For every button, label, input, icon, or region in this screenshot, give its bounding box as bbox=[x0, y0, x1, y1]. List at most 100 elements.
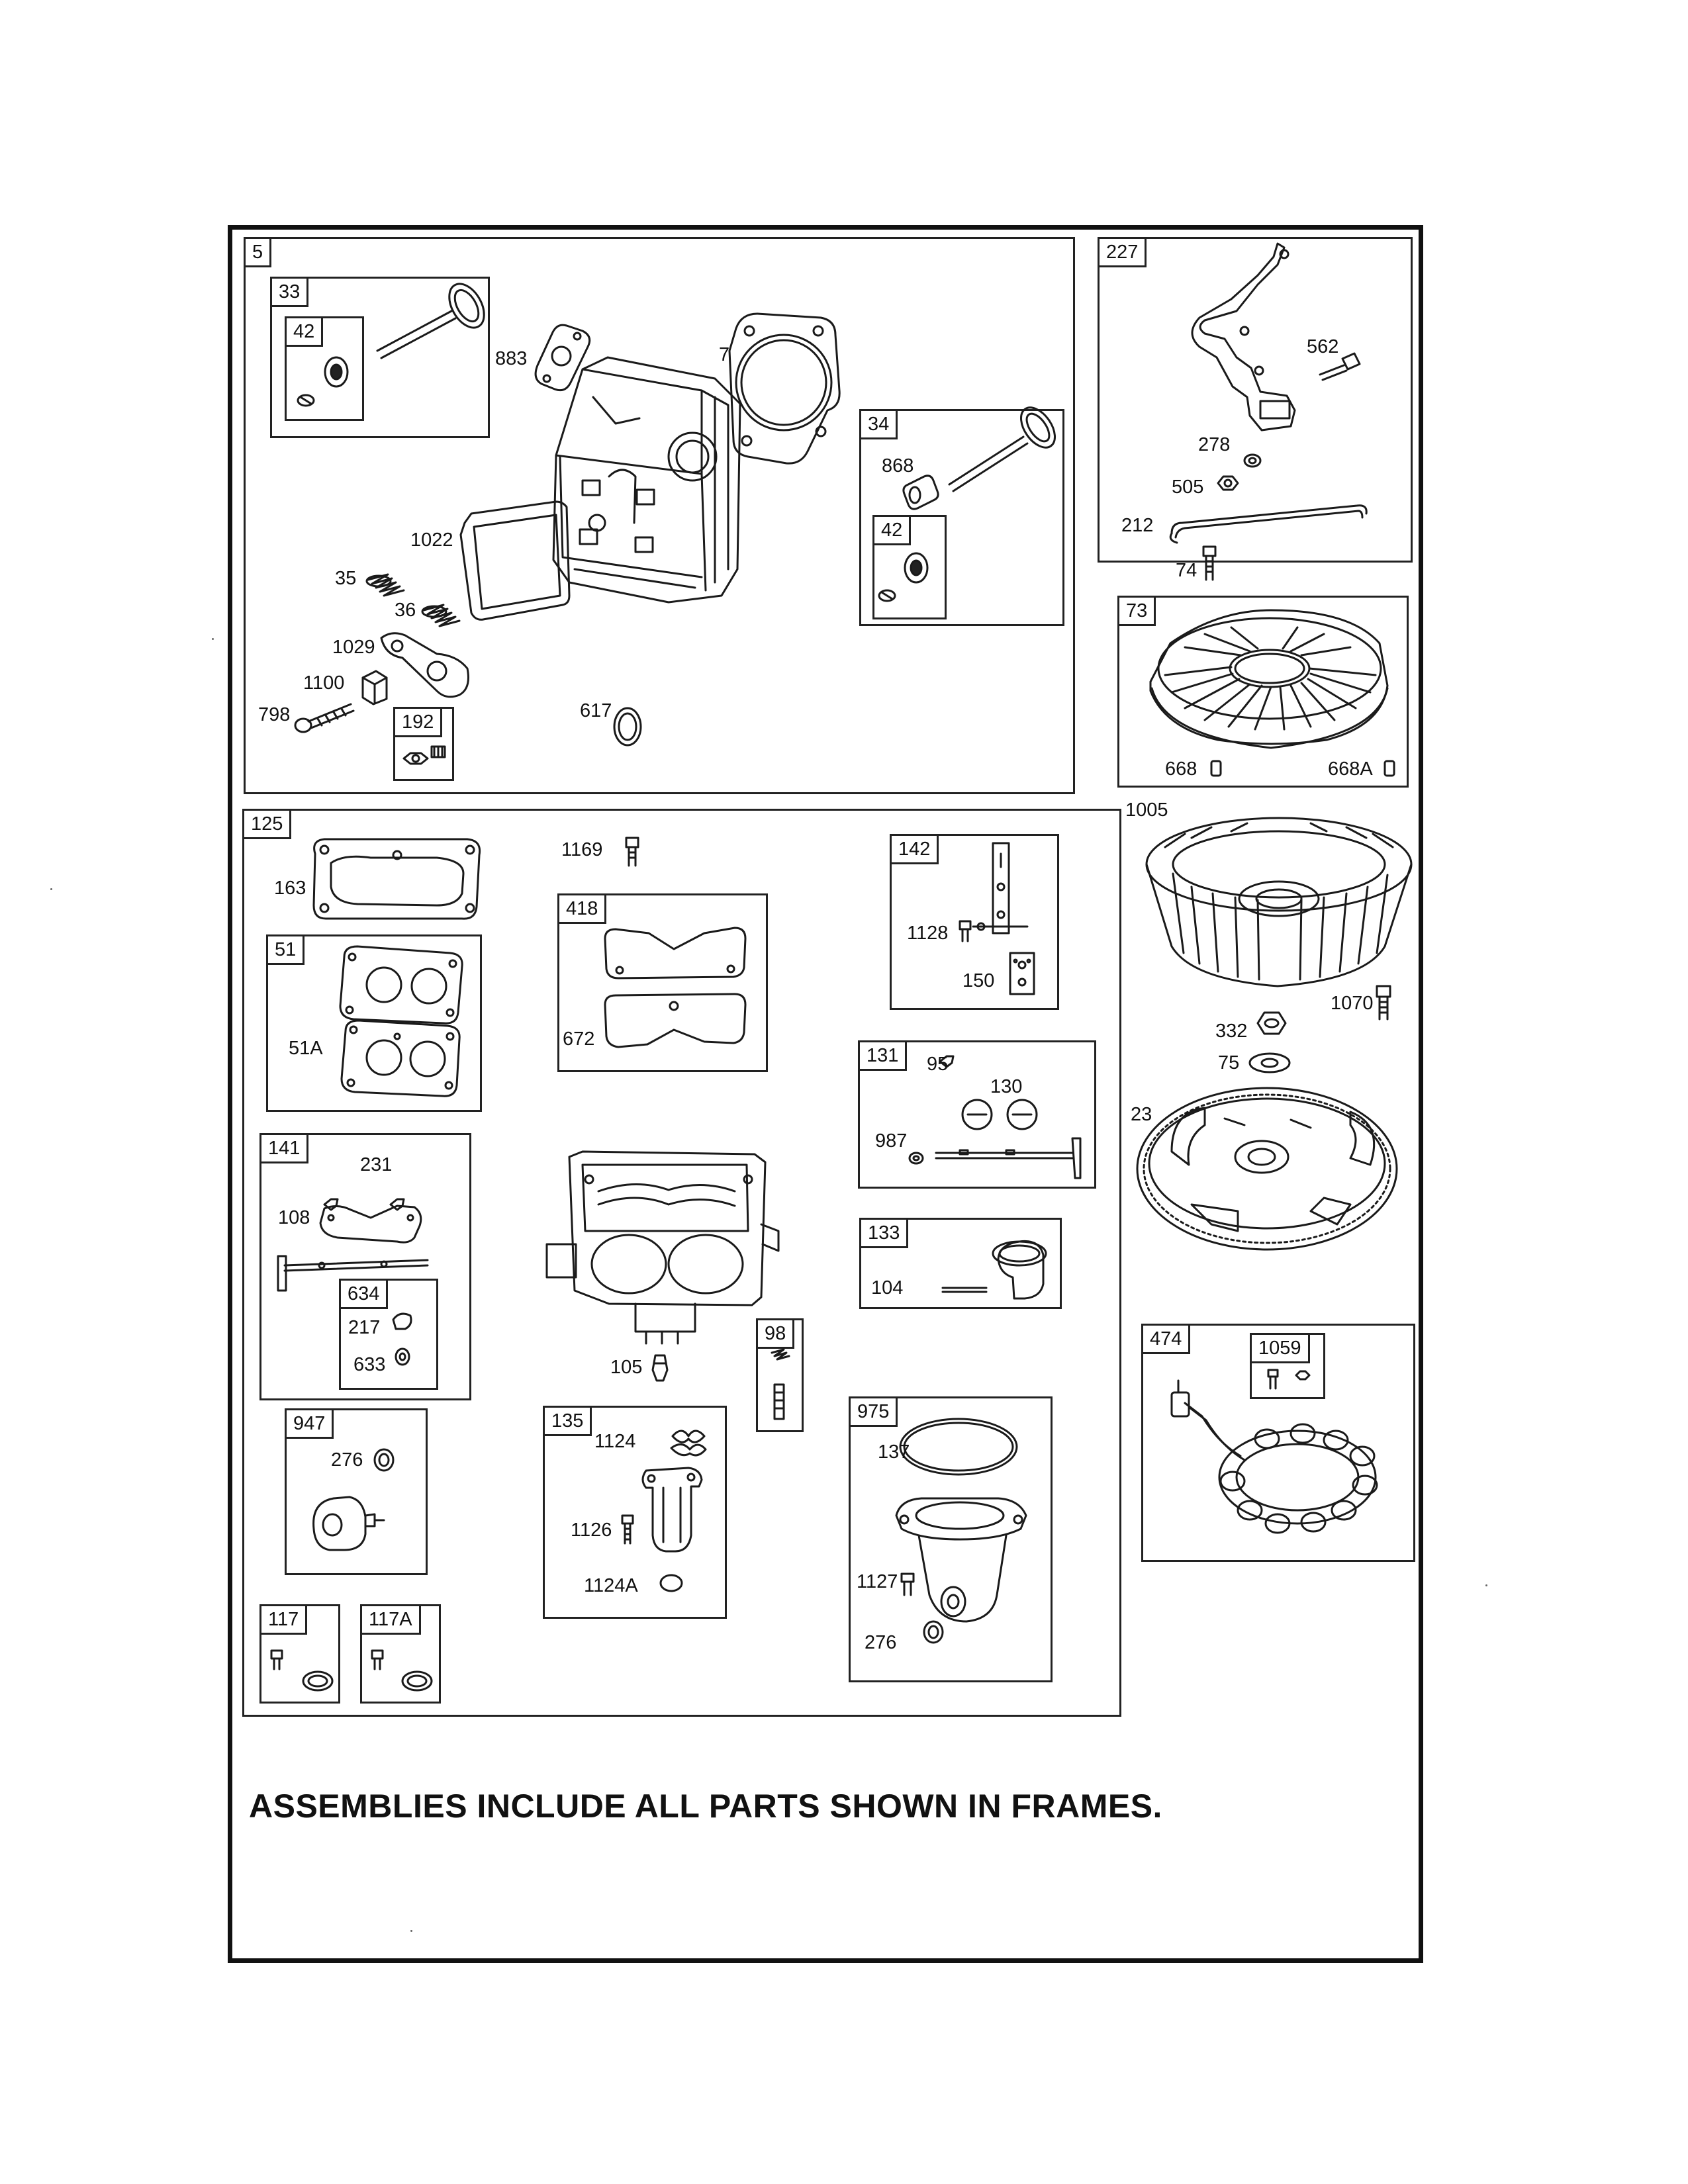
part-label-276-elbow: 276 bbox=[865, 1632, 897, 1653]
frame-117a-label: 117A bbox=[362, 1606, 421, 1635]
scan-speck bbox=[1485, 1584, 1487, 1586]
frame-98: 98 bbox=[756, 1318, 804, 1432]
frame-42-intake-label: 42 bbox=[287, 318, 324, 347]
choke-bracket-drawing bbox=[972, 842, 1029, 934]
part-label-1127: 1127 bbox=[857, 1571, 898, 1592]
frame-192-label: 192 bbox=[395, 709, 443, 737]
part-label-278: 278 bbox=[1198, 434, 1231, 455]
frame-42-exhaust: 42 bbox=[872, 515, 947, 619]
frame-418: 418 bbox=[557, 893, 768, 1072]
part-label-217: 217 bbox=[348, 1317, 381, 1338]
idle-mixture-screw-drawing bbox=[771, 1348, 790, 1420]
alternator-drawing bbox=[1170, 1379, 1378, 1534]
frame-131-label: 131 bbox=[860, 1042, 908, 1071]
part-label-1029: 1029 bbox=[332, 637, 375, 658]
bracket-screw-drawing bbox=[1319, 352, 1361, 381]
frame-975-label: 975 bbox=[851, 1398, 898, 1427]
frame-947: 947 bbox=[285, 1408, 428, 1575]
diagram-border bbox=[228, 225, 1423, 1963]
bowl-gasket-drawing bbox=[941, 1240, 1047, 1300]
choke-plate-drawing bbox=[1009, 952, 1035, 995]
frame-474-label: 474 bbox=[1143, 1326, 1191, 1354]
frame-125: 125 bbox=[242, 809, 1121, 1717]
part-label-332: 332 bbox=[1215, 1021, 1248, 1042]
part-label-75: 75 bbox=[1218, 1052, 1240, 1073]
part-label-668: 668 bbox=[1165, 758, 1197, 780]
part-label-74: 74 bbox=[1176, 560, 1197, 581]
air-cleaner-gasket-drawing-1 bbox=[604, 927, 747, 979]
throttle-plate-drawing bbox=[277, 1198, 429, 1292]
air-cleaner-gasket-drawing-2 bbox=[604, 993, 747, 1048]
part-label-7: 7 bbox=[719, 344, 730, 365]
flywheel-washer-drawing bbox=[1248, 1052, 1291, 1073]
part-label-95: 95 bbox=[927, 1054, 949, 1075]
fuel-solenoid-drawing bbox=[312, 1448, 395, 1551]
screen-clip-drawing-1 bbox=[1210, 760, 1222, 777]
valve-seal-drawing-2 bbox=[878, 552, 929, 602]
flywheel-nut-drawing bbox=[1256, 1011, 1287, 1035]
valve-intake-drawing bbox=[376, 283, 485, 359]
carburetor-drawing bbox=[545, 1150, 780, 1345]
valve-seal-drawing-1 bbox=[297, 356, 349, 407]
part-label-868: 868 bbox=[882, 455, 914, 477]
fan-drawing bbox=[1145, 817, 1413, 987]
frame-1059-label: 1059 bbox=[1252, 1335, 1310, 1363]
frame-51-label: 51 bbox=[268, 936, 305, 965]
part-label-23: 23 bbox=[1131, 1104, 1152, 1125]
part-label-150: 150 bbox=[962, 970, 995, 991]
frame-133-label: 133 bbox=[861, 1220, 909, 1248]
part-label-137: 137 bbox=[878, 1441, 910, 1463]
part-label-562: 562 bbox=[1307, 336, 1339, 357]
elbow-screw-drawing bbox=[900, 1572, 915, 1596]
screen-clip-drawing-2 bbox=[1383, 760, 1395, 777]
part-label-276-solenoid: 276 bbox=[331, 1449, 363, 1471]
frame-5: 5 bbox=[244, 237, 1075, 794]
part-label-672: 672 bbox=[563, 1028, 595, 1050]
frame-73: 73 bbox=[1117, 596, 1409, 788]
fan-bolt-drawing bbox=[1376, 985, 1391, 1021]
valve-spring-drawing-1 bbox=[365, 573, 405, 597]
part-label-1022: 1022 bbox=[410, 529, 453, 551]
valve-cover-gasket-drawing bbox=[459, 500, 571, 621]
frame-5-label: 5 bbox=[246, 239, 272, 267]
frame-42-intake: 42 bbox=[285, 316, 364, 421]
frame-141: 141 bbox=[259, 1133, 471, 1400]
scan-speck bbox=[50, 888, 52, 890]
choke-shaft-drawing bbox=[908, 1055, 1082, 1179]
carburetor-gasket-drawing-1 bbox=[339, 945, 463, 1024]
frame-117-label: 117 bbox=[261, 1606, 308, 1635]
part-label-633: 633 bbox=[353, 1354, 386, 1375]
rocker-pivot-drawing bbox=[361, 670, 388, 705]
scan-speck bbox=[410, 1930, 412, 1932]
frame-117a: 117A bbox=[360, 1604, 441, 1704]
governor-bracket-drawing bbox=[1191, 242, 1296, 432]
throttle-stop-drawing bbox=[392, 1312, 412, 1366]
part-label-987: 987 bbox=[875, 1130, 908, 1152]
part-label-104: 104 bbox=[871, 1277, 904, 1298]
part-label-1070: 1070 bbox=[1331, 993, 1374, 1014]
frame-51: 51 bbox=[266, 934, 482, 1112]
frame-133: 133 bbox=[859, 1218, 1062, 1309]
intake-elbow-drawing bbox=[895, 1418, 1027, 1623]
adjuster-nut-drawing bbox=[402, 745, 446, 765]
carb-screw-drawing-1 bbox=[625, 837, 639, 867]
frame-474: 474 bbox=[1141, 1324, 1415, 1562]
part-label-108: 108 bbox=[278, 1207, 310, 1228]
alternator-screw-drawing bbox=[1267, 1369, 1311, 1390]
drain-screw-drawing-1 bbox=[270, 1649, 334, 1692]
valve-sleeve-drawing bbox=[902, 475, 939, 510]
part-label-1169: 1169 bbox=[561, 839, 603, 860]
bracket-washer-drawing bbox=[1243, 453, 1262, 468]
frame-142: 142 bbox=[890, 834, 1059, 1010]
float-pin-drawing bbox=[621, 1514, 634, 1545]
part-label-798: 798 bbox=[258, 704, 291, 725]
frame-42-exhaust-label: 42 bbox=[874, 517, 912, 545]
part-label-1005: 1005 bbox=[1125, 799, 1168, 821]
frame-142-label: 142 bbox=[892, 836, 939, 864]
bracket-bolt-drawing bbox=[1202, 545, 1217, 581]
part-label-1100: 1100 bbox=[303, 672, 345, 694]
part-label-668a: 668A bbox=[1328, 758, 1373, 780]
frame-947-label: 947 bbox=[287, 1410, 334, 1439]
assemblies-note: ASSEMBLIES INCLUDE ALL PARTS SHOWN IN FR… bbox=[249, 1788, 1162, 1825]
